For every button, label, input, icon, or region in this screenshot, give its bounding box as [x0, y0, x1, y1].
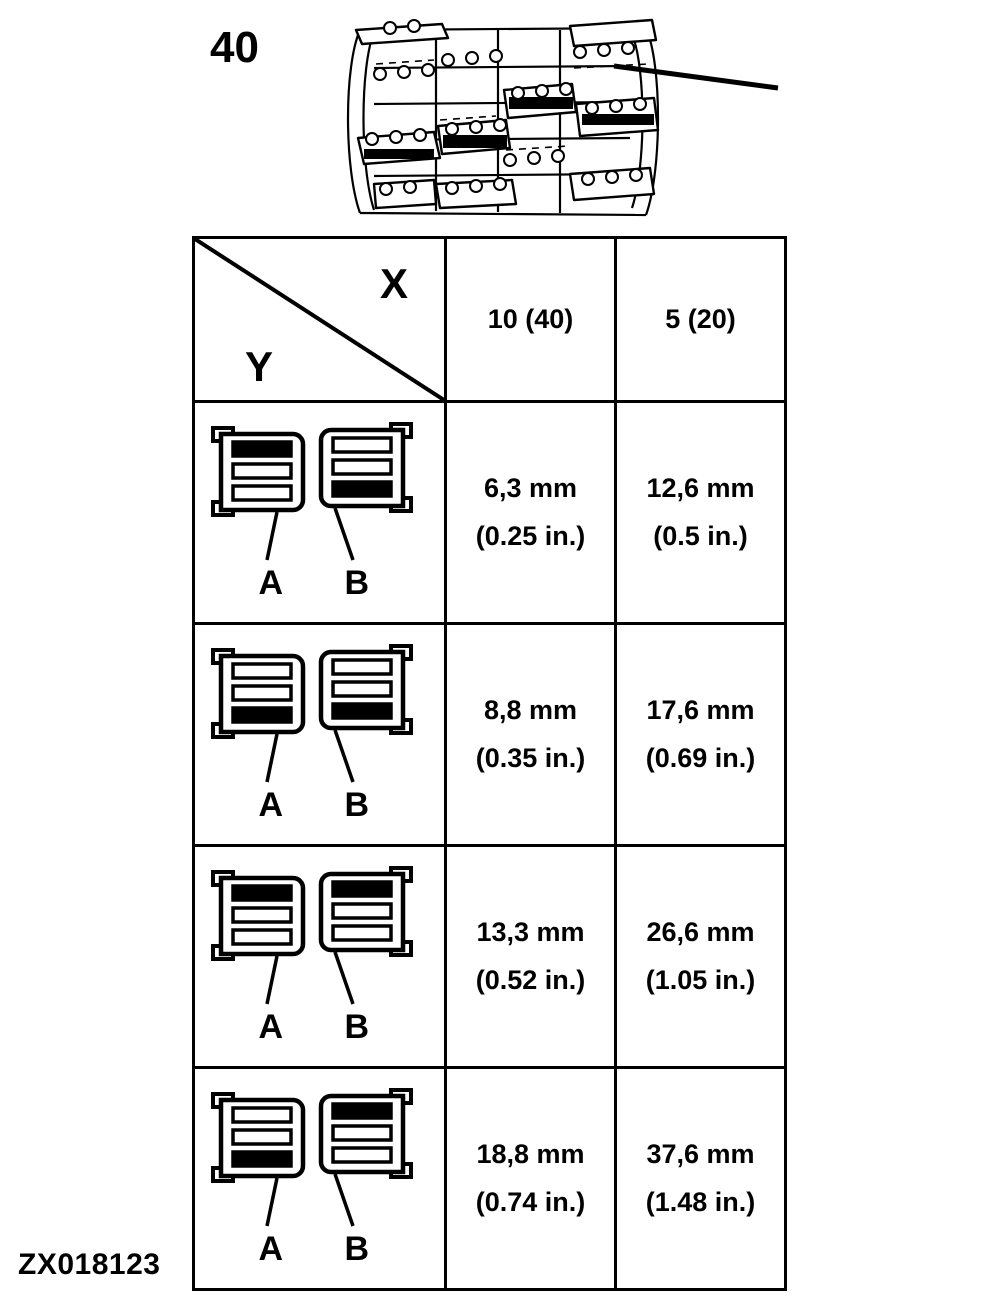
value-imperial: (1.48 in.): [645, 1186, 756, 1217]
value-imperial: (0.35 in.): [475, 742, 586, 773]
table-header-row: X Y 10 (40) 5 (20): [192, 236, 787, 403]
value-cell: 6,3 mm (0.25 in.): [444, 400, 617, 625]
value-cell: 17,6 mm (0.69 in.): [614, 622, 787, 847]
value-metric: 12,6 mm: [646, 473, 755, 504]
value-metric: 13,3 mm: [476, 917, 585, 948]
icon-pair-cell: A B: [192, 844, 447, 1069]
value-cell: 18,8 mm (0.74 in.): [444, 1066, 617, 1291]
connector-pair-icon: [210, 421, 413, 561]
connector-pair-icon: [210, 1087, 413, 1227]
value-imperial: (0.5 in.): [653, 520, 748, 551]
value-cell: 8,8 mm (0.35 in.): [444, 622, 617, 847]
connector-icon-a: [210, 647, 305, 739]
value-metric: 37,6 mm: [646, 1139, 755, 1170]
icon-label-a: A: [258, 1007, 284, 1046]
value-imperial: (0.52 in.): [475, 964, 586, 995]
value-cell: 13,3 mm (0.52 in.): [444, 844, 617, 1069]
icon-pair-cell: A B: [192, 622, 447, 847]
connector-icon-b: [318, 865, 413, 957]
connector-icon-b: [318, 643, 413, 735]
callout-40-leader: [613, 63, 779, 91]
table-row: A B 13,3 mm (0.52 in.) 26,6 mm (1.05 in.…: [192, 844, 787, 1069]
table-row: A B 18,8 mm (0.74 in.) 37,6 mm (1.48 in.…: [192, 1066, 787, 1291]
connector-icon-b: [318, 1087, 413, 1179]
connector-icon-a: [210, 1091, 305, 1183]
icon-stage: A B: [205, 418, 435, 608]
axis-legend-cell: X Y: [192, 236, 447, 403]
icon-label-b: B: [344, 1007, 370, 1046]
diagonal-divider-icon: [195, 239, 444, 400]
column-header-2: 5 (20): [614, 236, 787, 403]
icon-stage: A B: [205, 640, 435, 830]
connector-icon-b: [318, 421, 413, 513]
clearance-spec-table: X Y 10 (40) 5 (20): [192, 236, 787, 1291]
figure-id-label: ZX018123: [18, 1248, 161, 1281]
value-cell: 26,6 mm (1.05 in.): [614, 844, 787, 1069]
table-row: A B 8,8 mm (0.35 in.) 17,6 mm (0.69 in.): [192, 622, 787, 847]
icon-stage: A B: [205, 862, 435, 1052]
icon-label-a: A: [258, 785, 284, 824]
callout-number-40: 40: [210, 23, 259, 72]
icon-pair-cell: A B: [192, 1066, 447, 1291]
axis-label-y: Y: [245, 343, 274, 390]
value-imperial: (0.25 in.): [475, 520, 586, 551]
table-row: A B 6,3 mm (0.25 in.) 12,6 mm (0.5 in.): [192, 400, 787, 625]
value-metric: 6,3 mm: [483, 473, 578, 504]
icon-label-b: B: [344, 563, 370, 602]
icon-label-a: A: [258, 1229, 284, 1268]
icon-label-a: A: [258, 563, 284, 602]
icon-stage: A B: [205, 1084, 435, 1274]
column-header-1: 10 (40): [444, 236, 617, 403]
value-imperial: (0.74 in.): [475, 1186, 586, 1217]
connector-icon-a: [210, 425, 305, 517]
value-cell: 37,6 mm (1.48 in.): [614, 1066, 787, 1291]
value-metric: 18,8 mm: [476, 1139, 585, 1170]
axis-label-x: X: [379, 260, 408, 307]
connector-pair-icon: [210, 643, 413, 783]
icon-label-b: B: [344, 785, 370, 824]
value-metric: 8,8 mm: [483, 695, 578, 726]
icon-label-b: B: [344, 1229, 370, 1268]
connector-icon-a: [210, 869, 305, 961]
rotor-drum-illustration: [346, 18, 660, 217]
connector-pair-icon: [210, 865, 413, 1005]
icon-pair-cell: A B: [192, 400, 447, 625]
value-metric: 17,6 mm: [646, 695, 755, 726]
value-cell: 12,6 mm (0.5 in.): [614, 400, 787, 625]
value-imperial: (1.05 in.): [645, 964, 756, 995]
value-metric: 26,6 mm: [646, 917, 755, 948]
value-imperial: (0.69 in.): [645, 742, 756, 773]
